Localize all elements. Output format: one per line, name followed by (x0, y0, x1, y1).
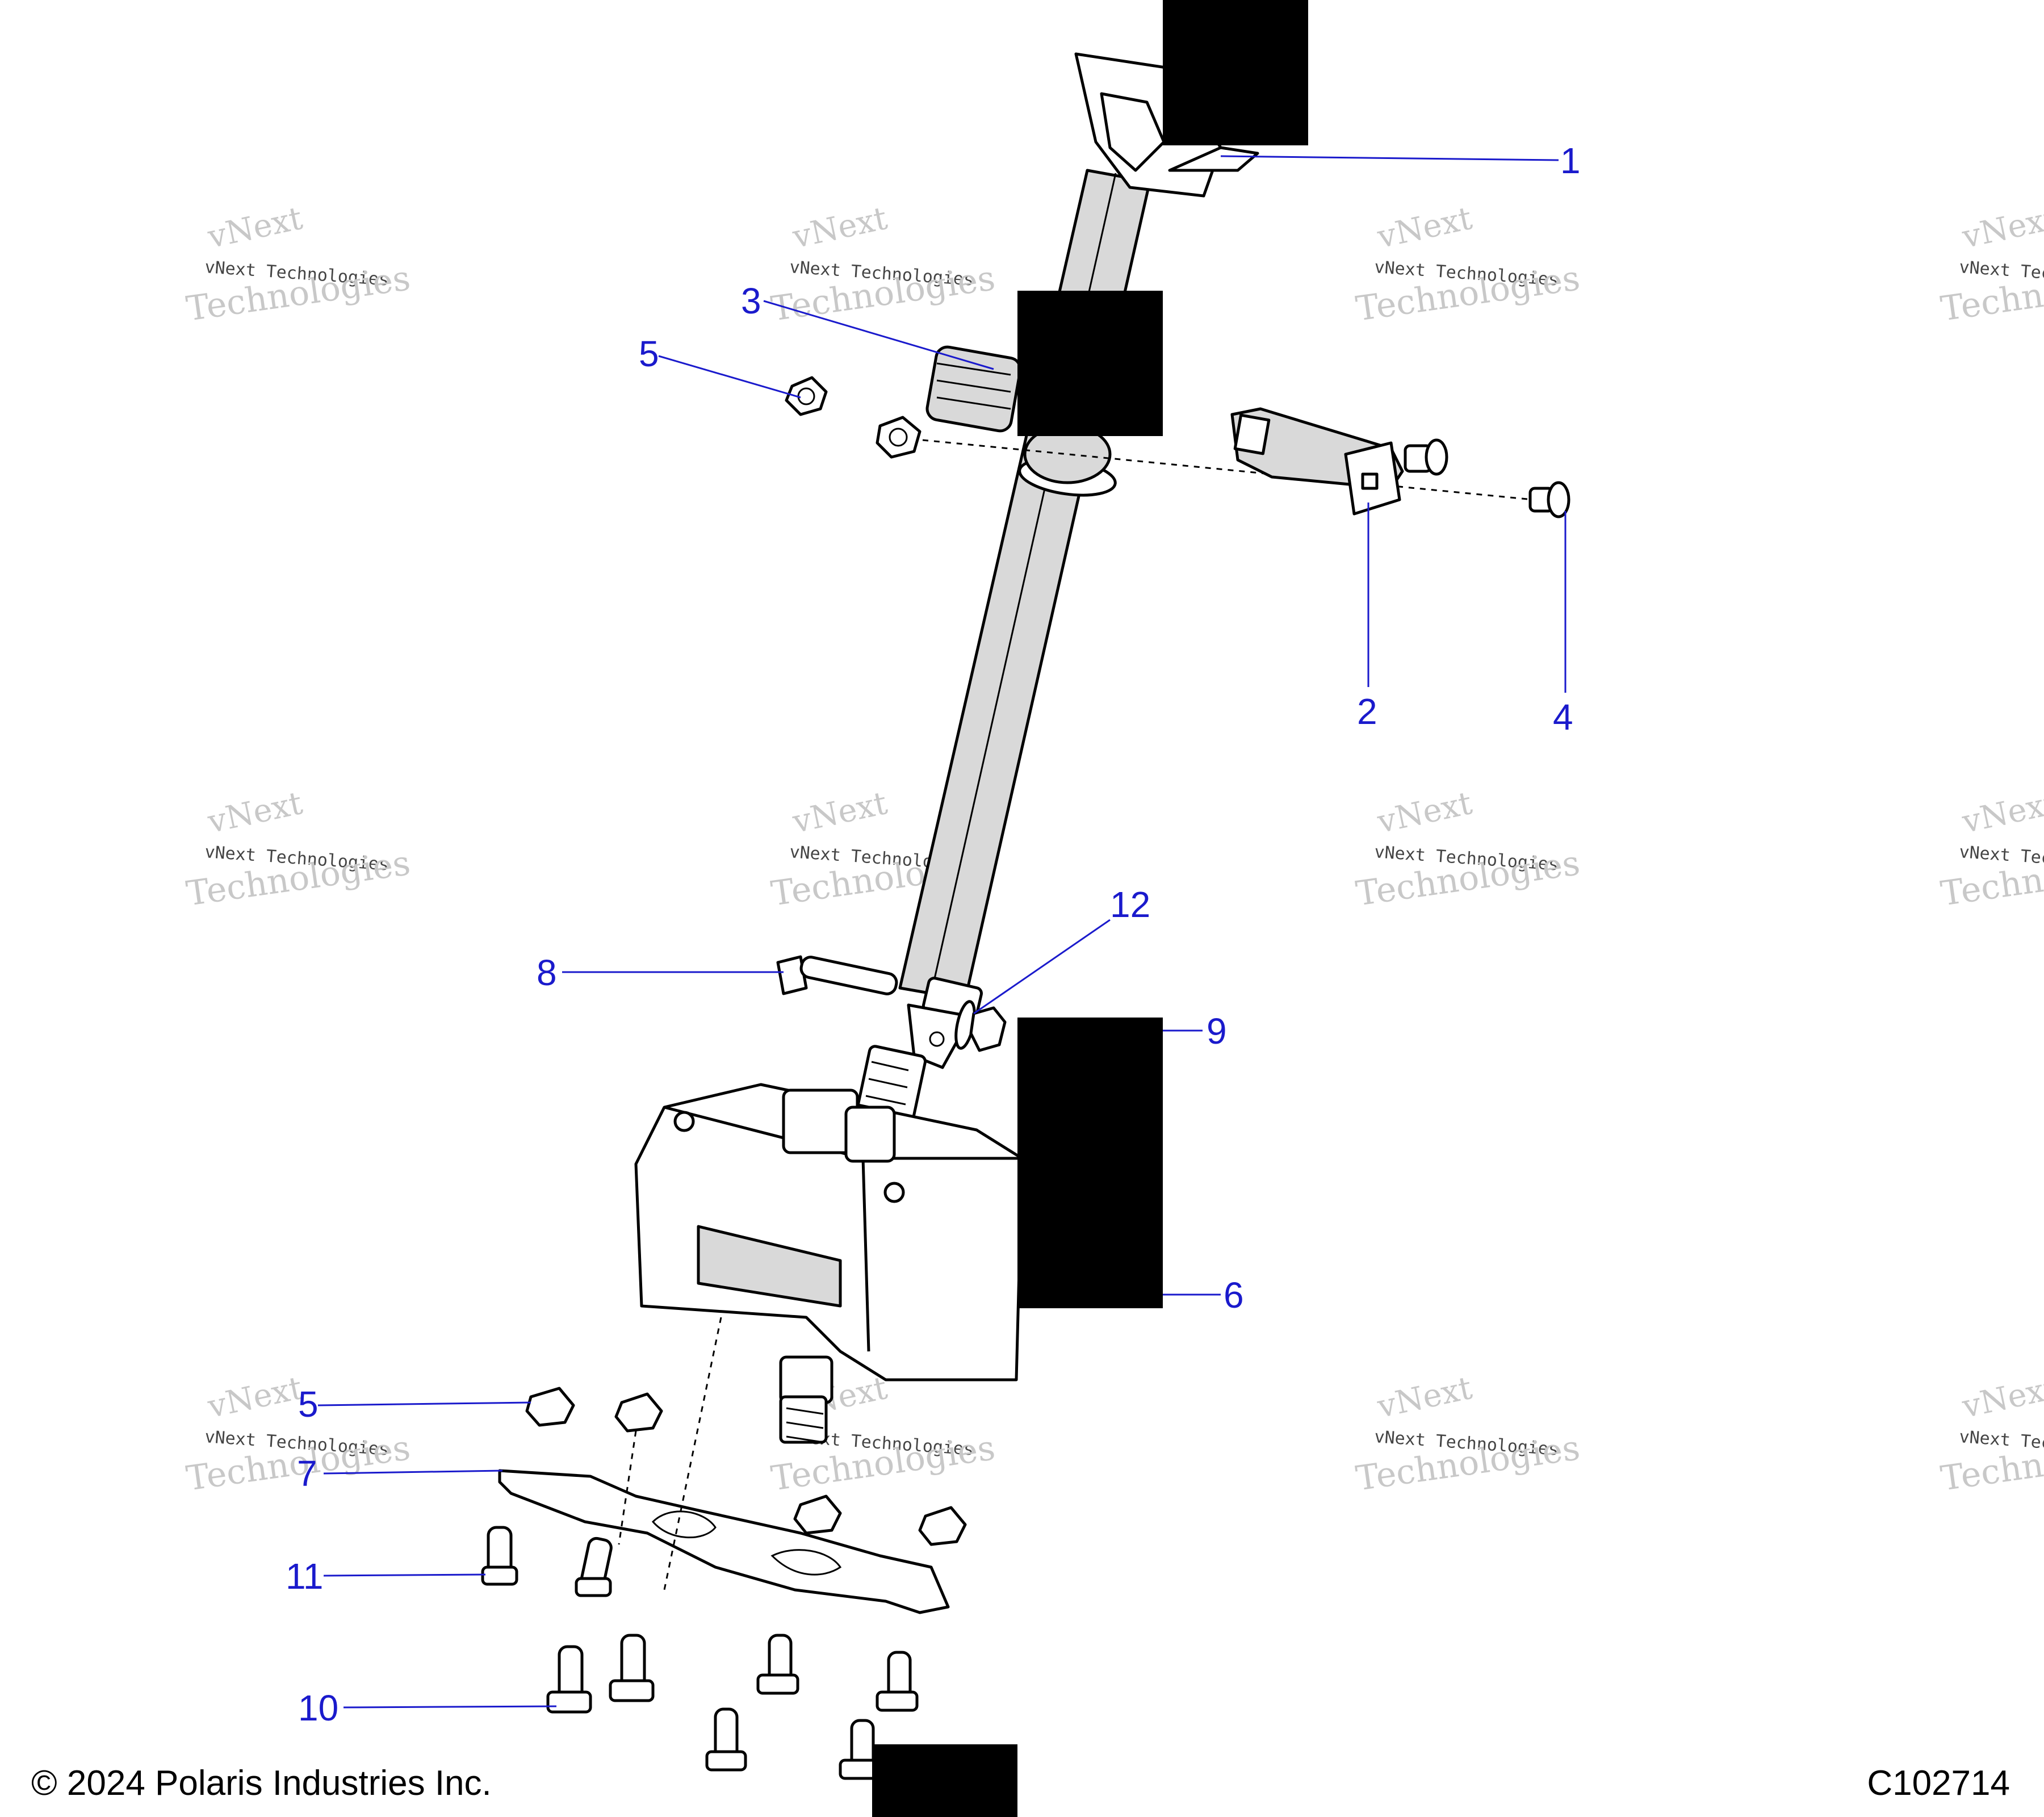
watermark: vNext vNext Technologies Technologies (184, 785, 413, 914)
bracket-clamp (1230, 407, 1404, 516)
callout-8: 8 (537, 952, 557, 993)
bolt-11a (481, 1526, 518, 1586)
svg-text:vNext: vNext (1959, 200, 2044, 256)
mounting-plate (498, 1317, 950, 1614)
bolt-10a (546, 1645, 592, 1714)
svg-text:vNext: vNext (1959, 1370, 2044, 1426)
callout-1: 1 (1560, 140, 1581, 181)
svg-text:vNext: vNext (204, 200, 306, 256)
watermark: vNext vNext Technologies Technologies (1354, 200, 1582, 329)
leader-lines (317, 155, 1566, 1709)
svg-text:vNext: vNext (1959, 785, 2044, 841)
nut-lower-5a (525, 1387, 575, 1427)
redaction-box (872, 1744, 1017, 1817)
diagram-code: C102714 (1867, 1764, 2010, 1803)
callout-10: 10 (298, 1688, 338, 1728)
nut-lower-5c (793, 1494, 842, 1535)
svg-text:vNext: vNext (204, 785, 306, 841)
callout-5-lower: 5 (298, 1384, 319, 1425)
bolt-upper-4 (1404, 438, 1448, 476)
callout-5-upper: 5 (639, 333, 659, 374)
svg-text:vNext: vNext (789, 785, 891, 841)
watermark: vNext vNext Technologies Technologies (1354, 1370, 1582, 1499)
callout-6: 6 (1224, 1275, 1244, 1316)
callout-7: 7 (297, 1453, 317, 1494)
watermark: vNext vNext Technologies Technologies (769, 200, 998, 329)
nut-column (876, 416, 922, 459)
redaction-box (1017, 1018, 1163, 1308)
watermark: vNext vNext Technologies Technologies (1938, 200, 2044, 329)
redaction-box (1017, 291, 1163, 436)
callout-11: 11 (286, 1556, 323, 1597)
nut-lower-5b (614, 1392, 663, 1433)
bolt-10f (839, 1719, 881, 1780)
watermark: vNext vNext Technologies Technologies (1938, 1370, 2044, 1499)
bolt-10d (876, 1651, 919, 1712)
clamp-collar (925, 345, 1117, 497)
redaction-box (1163, 0, 1308, 145)
nut-upper-5 (785, 376, 828, 416)
svg-text:vNext: vNext (204, 1370, 306, 1426)
callout-12: 12 (1110, 884, 1150, 925)
callout-9: 9 (1207, 1011, 1227, 1052)
bolt-10b (609, 1634, 655, 1702)
callout-3: 3 (741, 280, 761, 321)
copyright-text: © 2024 Polaris Industries Inc. (31, 1764, 492, 1803)
svg-text:vNext: vNext (789, 200, 891, 256)
bolt-lower-4 (1528, 481, 1570, 518)
nut-9 (969, 1006, 1007, 1052)
steering-gearbox (634, 1045, 1024, 1444)
callout-2: 2 (1357, 691, 1377, 732)
pinch-bolt (776, 955, 898, 995)
assembly-line-clamp (922, 439, 1534, 501)
callout-4: 4 (1553, 697, 1573, 738)
svg-text:vNext: vNext (1374, 785, 1476, 841)
nut-lower-5d (918, 1506, 967, 1546)
watermark: vNext vNext Technologies Technologies (184, 200, 413, 329)
watermark: vNext vNext Technologies Technologies (1938, 785, 2044, 914)
bolt-10c (756, 1634, 799, 1695)
bolt-11b (575, 1537, 613, 1597)
callouts: 1 2 3 4 5 5 6 7 8 9 10 11 12 (286, 140, 1581, 1728)
steering-column (898, 52, 1259, 1069)
svg-text:vNext: vNext (1374, 1370, 1476, 1426)
svg-text:vNext: vNext (1374, 200, 1476, 256)
watermark: vNext vNext Technologies Technologies (1354, 785, 1582, 914)
bolt-10e (705, 1707, 747, 1772)
